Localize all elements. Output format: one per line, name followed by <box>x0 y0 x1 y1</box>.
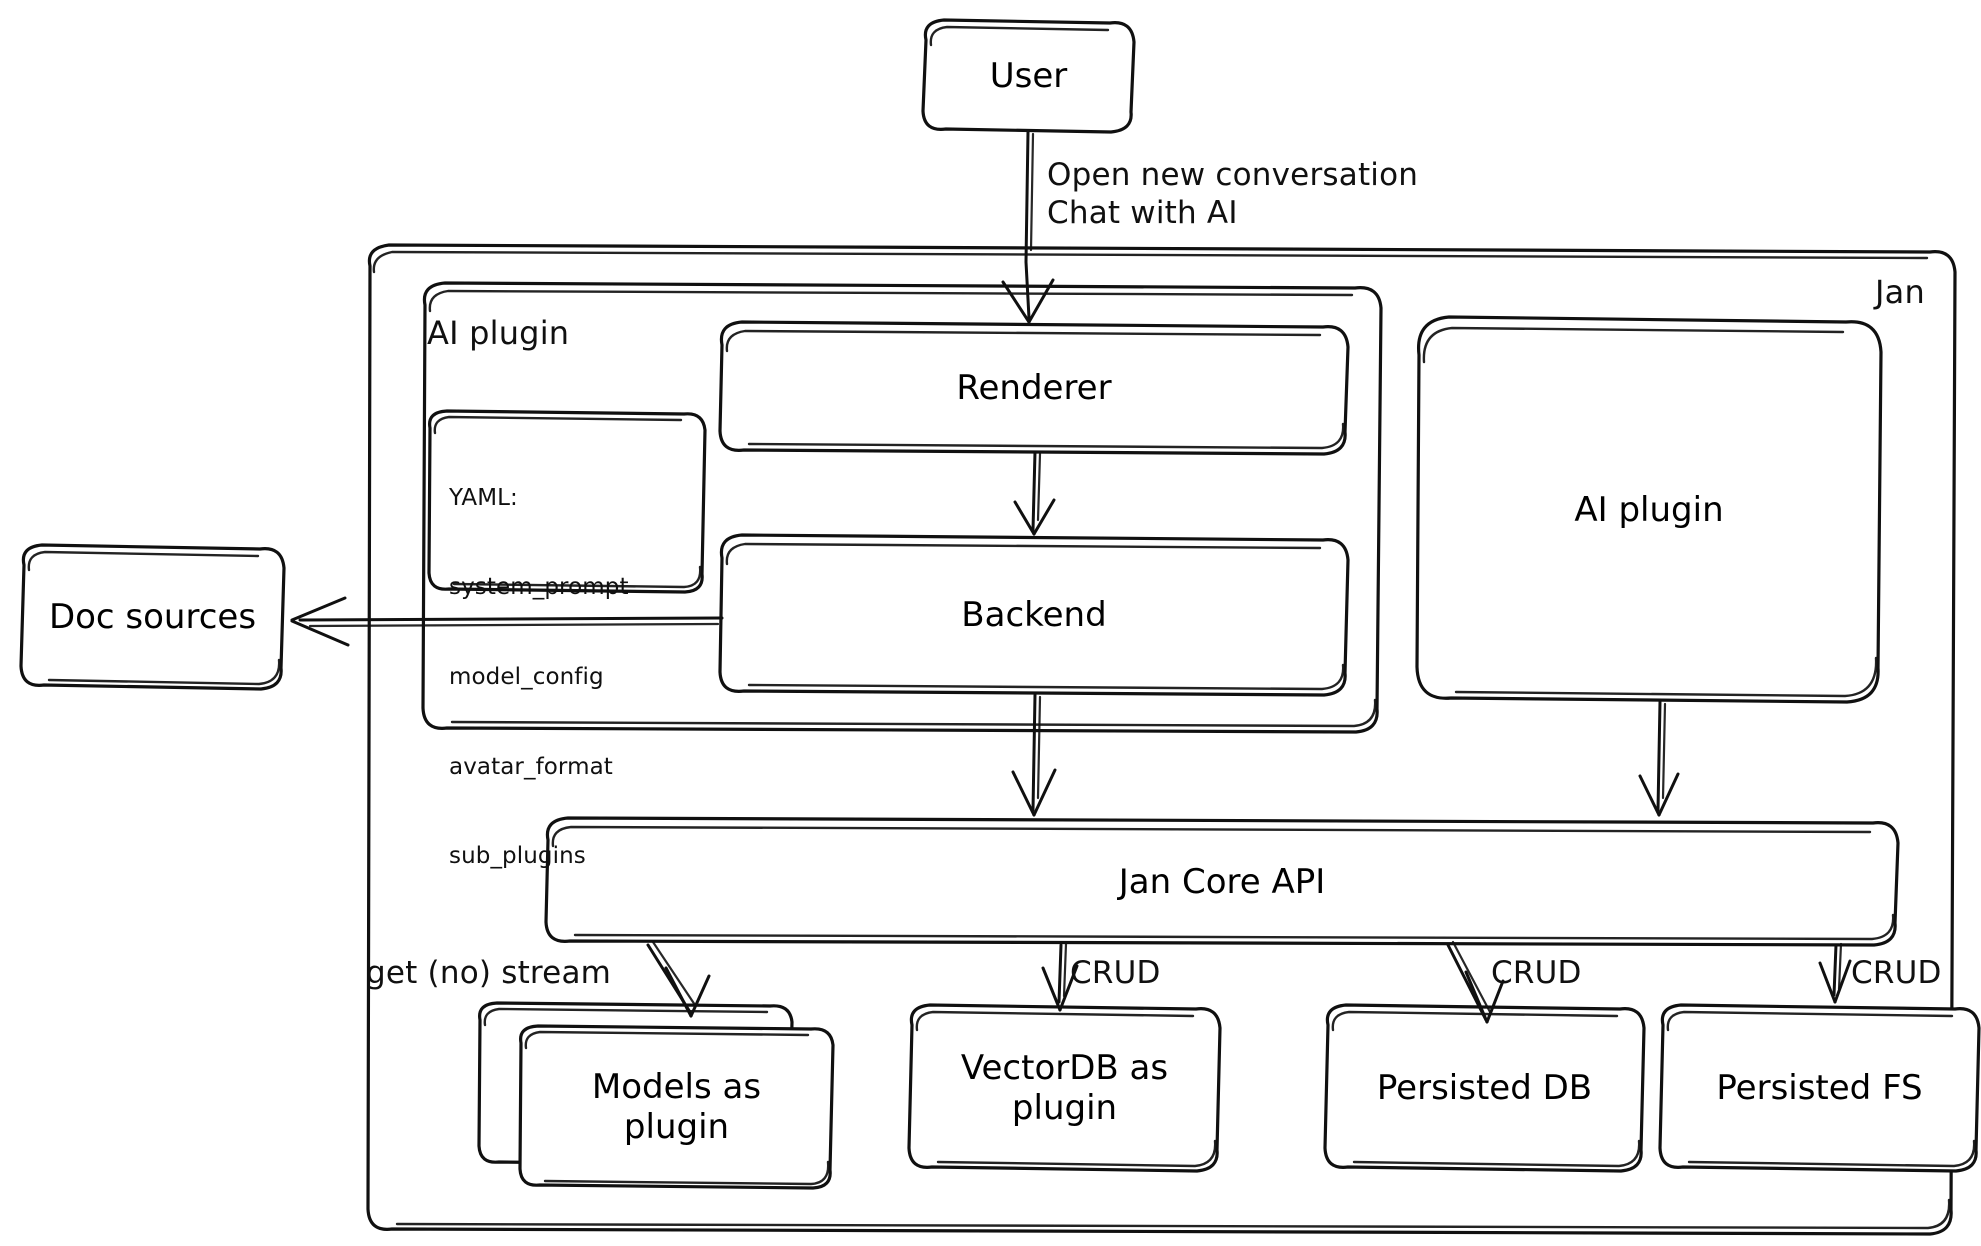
node-label-persisted-fs[interactable]: Persisted FS <box>1660 1005 1979 1171</box>
node-label-doc-sources[interactable]: Doc sources <box>21 545 284 689</box>
edge-backend-to-doc-sources <box>290 596 724 647</box>
edge-core-to-db <box>1446 940 1505 1024</box>
node-label-persisted-db[interactable]: Persisted DB <box>1325 1005 1644 1171</box>
node-renderer[interactable] <box>718 320 1350 456</box>
edge-backend-to-core <box>1011 693 1057 817</box>
node-label-jan-core-api-text: Jan Core API <box>1118 861 1326 902</box>
edge-renderer-to-backend <box>1013 450 1056 536</box>
node-backend[interactable] <box>718 533 1350 697</box>
node-label-ai-plugin-text: AI plugin <box>1574 489 1724 530</box>
node-label-user[interactable]: User <box>923 20 1134 132</box>
node-persisted-fs[interactable] <box>1658 1003 1981 1173</box>
node-label-vectordb-as-plugin-text: VectorDB as plugin <box>960 1048 1169 1128</box>
node-label-ai-plugin[interactable]: AI plugin <box>1417 317 1881 702</box>
node-label-models-as-plugin-text: Models as plugin <box>591 1067 762 1147</box>
node-label-user-text: User <box>989 56 1068 96</box>
edge-core-to-vectordb <box>1041 942 1079 1012</box>
node-label-jan-core-api[interactable]: Jan Core API <box>546 818 1898 945</box>
node-label-persisted-fs-text: Persisted FS <box>1716 1068 1923 1108</box>
node-label-backend-text: Backend <box>961 595 1107 635</box>
node-label-backend[interactable]: Backend <box>720 535 1348 695</box>
node-yaml-config <box>427 409 707 594</box>
node-label-vectordb-as-plugin[interactable]: VectorDB as plugin <box>909 1005 1220 1171</box>
node-models-as-plugin[interactable] <box>477 1001 835 1190</box>
node-user[interactable] <box>921 18 1136 134</box>
node-jan-core-api[interactable] <box>544 816 1900 947</box>
node-ai-plugin[interactable] <box>1415 315 1883 704</box>
node-label-renderer-text: Renderer <box>956 368 1112 408</box>
node-label-renderer[interactable]: Renderer <box>720 322 1348 454</box>
edge-core-to-models <box>646 940 711 1018</box>
node-persisted-db[interactable] <box>1323 1003 1646 1173</box>
node-vectordb-as-plugin[interactable] <box>907 1003 1222 1173</box>
node-label-persisted-db-text: Persisted DB <box>1376 1068 1593 1108</box>
node-doc-sources[interactable] <box>19 543 286 691</box>
edge-core-to-fs <box>1818 942 1852 1004</box>
edge-aiplugin-to-core <box>1638 700 1680 817</box>
node-label-models-as-plugin[interactable]: Models as plugin <box>520 1026 833 1188</box>
node-label-doc-sources-text: Doc sources <box>48 597 257 637</box>
edge-user-to-renderer <box>1001 130 1055 324</box>
